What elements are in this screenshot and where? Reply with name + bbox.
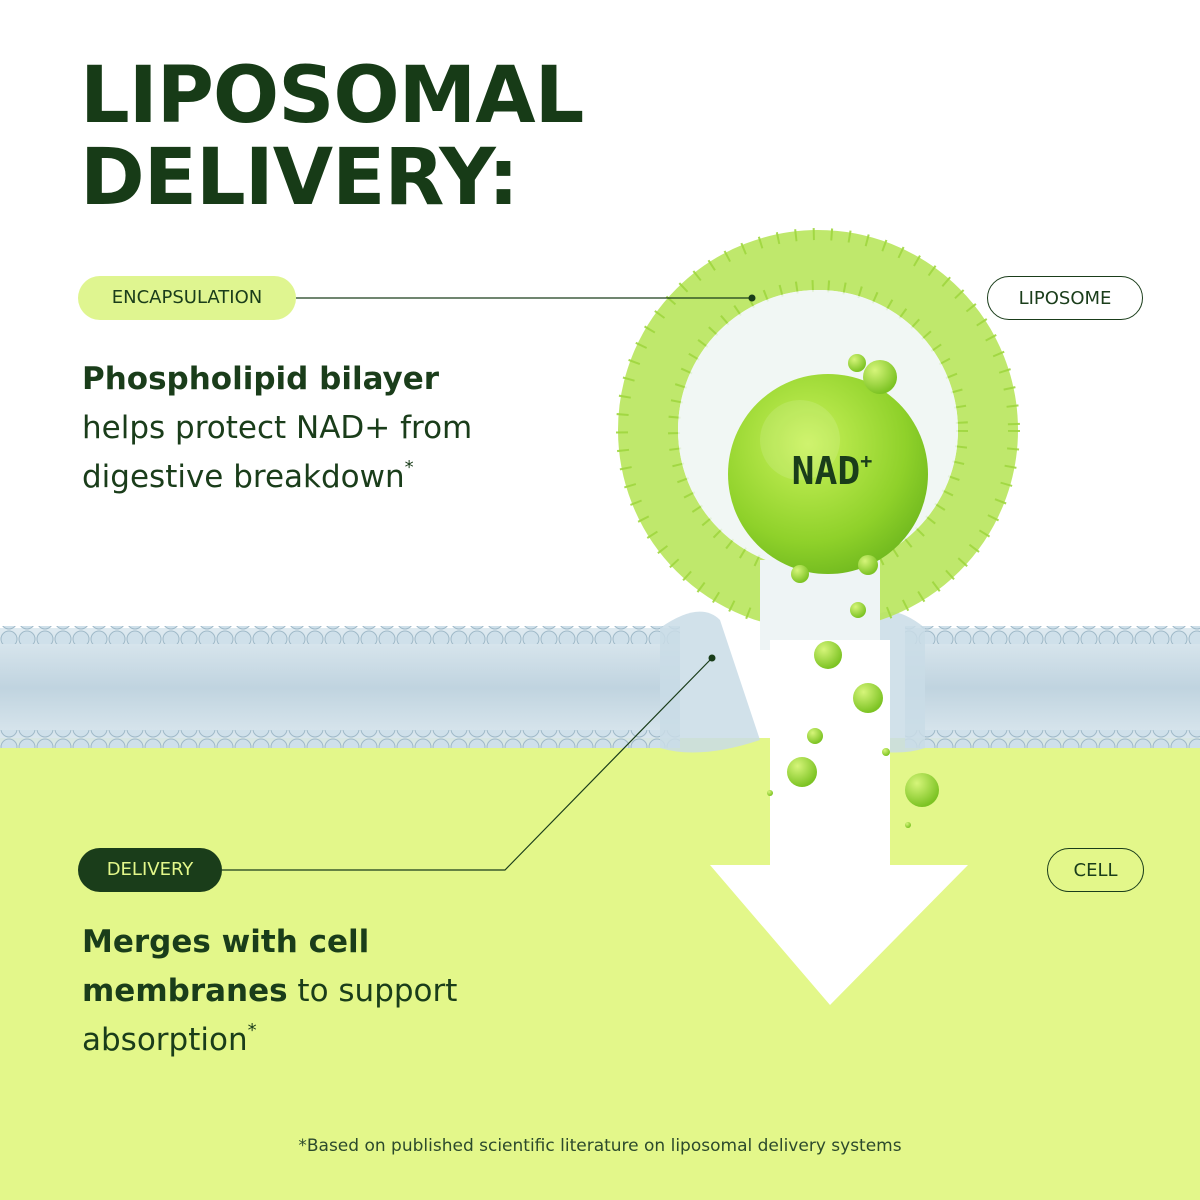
delivery-rest: to support absorption bbox=[82, 973, 458, 1058]
delivery-description: Merges with cell membranes to support ab… bbox=[82, 918, 542, 1065]
delivery-bold: Merges with cell membranes bbox=[82, 924, 370, 1009]
nad-label: NAD+ bbox=[792, 449, 873, 493]
encapsulation-tag: ENCAPSULATION bbox=[78, 276, 296, 320]
nad-label-text: NAD bbox=[792, 449, 861, 493]
encapsulation-asterisk: * bbox=[404, 457, 414, 478]
encapsulation-bold: Phospholipid bilayer bbox=[82, 361, 440, 397]
nad-label-superscript: + bbox=[860, 449, 872, 473]
nad-molecule bbox=[728, 374, 928, 574]
encapsulation-rest: helps protect NAD+ from digestive breakd… bbox=[82, 410, 473, 495]
liposome-tag: LIPOSOME bbox=[987, 276, 1143, 320]
cell-membrane-illustration bbox=[0, 611, 1200, 753]
title-line-1: LIPOSOMAL bbox=[80, 51, 584, 141]
cell-interior-background bbox=[0, 738, 1200, 1200]
footnote: *Based on published scientific literatur… bbox=[298, 1136, 902, 1156]
cell-tag: CELL bbox=[1047, 848, 1144, 892]
nad-droplets bbox=[767, 354, 939, 828]
delivery-asterisk: * bbox=[247, 1020, 257, 1041]
title-line-2: DELIVERY: bbox=[80, 133, 519, 223]
leader-lines bbox=[222, 294, 756, 871]
encapsulation-description: Phospholipid bilayer helps protect NAD+ … bbox=[82, 355, 502, 502]
down-arrow-icon bbox=[710, 640, 968, 1005]
delivery-tag: DELIVERY bbox=[78, 848, 222, 892]
page-title: LIPOSOMAL DELIVERY: bbox=[80, 51, 584, 223]
